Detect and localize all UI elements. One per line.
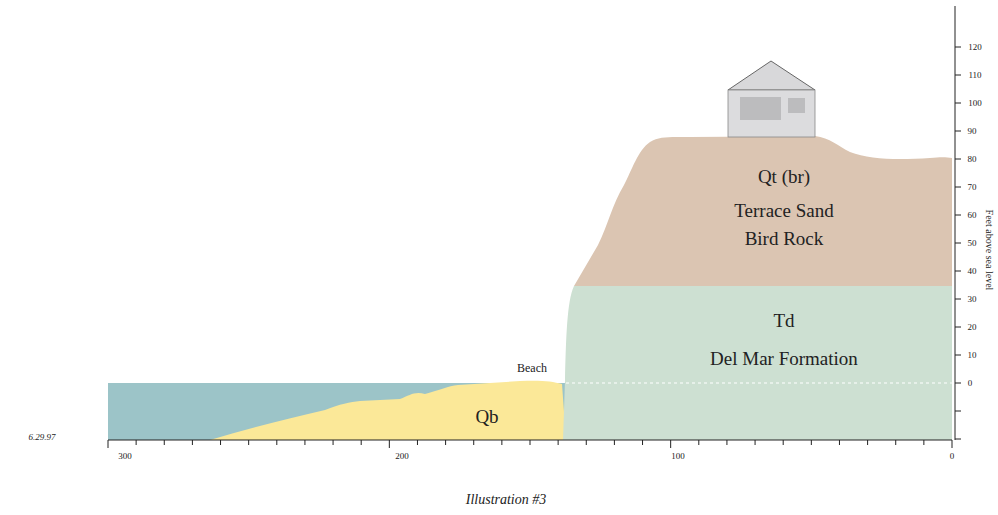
terrace-sand — [574, 136, 952, 286]
tick — [642, 440, 643, 445]
house — [728, 90, 815, 137]
tick — [955, 355, 961, 356]
tick — [670, 440, 671, 448]
axis-number: 200 — [395, 452, 409, 461]
axis-number: 50 — [968, 239, 977, 248]
axis-number: 110 — [968, 71, 981, 80]
tick — [417, 440, 418, 445]
tick — [304, 440, 305, 445]
beach-label: Beach — [517, 362, 547, 374]
tick — [558, 440, 559, 445]
axis-number: 0 — [950, 452, 955, 461]
tick — [895, 440, 896, 445]
del-mar-formation — [563, 286, 952, 440]
tick — [955, 103, 961, 104]
tick — [530, 440, 531, 445]
tick — [698, 440, 699, 445]
tick — [955, 327, 961, 328]
formation-code: Qt (br) — [705, 163, 863, 191]
date-label: 6.29.97 — [29, 433, 56, 442]
tick — [248, 440, 249, 445]
caption: Illustration #3 — [466, 493, 547, 507]
axis-number: 100 — [968, 99, 982, 108]
house-window — [788, 98, 805, 113]
tick — [955, 243, 961, 244]
formation-code: Td — [690, 307, 878, 335]
beach-sand — [210, 381, 566, 440]
tick — [955, 411, 961, 412]
tick — [923, 440, 924, 445]
tick — [192, 440, 193, 445]
tick — [586, 440, 587, 445]
formation-code: Qb — [455, 403, 519, 431]
tick — [501, 440, 502, 445]
axis-number: 70 — [968, 183, 977, 192]
formation-region: Qt (br) Terrace Sand Bird Rock — [705, 163, 863, 254]
tick — [220, 440, 221, 445]
tick — [955, 187, 961, 188]
axis-number: 90 — [968, 127, 977, 136]
tick — [867, 440, 868, 445]
tick — [955, 47, 961, 48]
tick — [955, 271, 961, 272]
tick — [136, 440, 137, 445]
tick — [955, 383, 961, 384]
axis-number: 0 — [968, 379, 973, 388]
axis-number: 60 — [968, 211, 977, 220]
tick — [839, 440, 840, 445]
formation-region: TdDel Mar Formation — [690, 307, 878, 372]
tick — [614, 440, 615, 445]
tick — [389, 440, 390, 448]
tick — [955, 131, 961, 132]
tick — [276, 440, 277, 445]
axis-number: 80 — [968, 155, 977, 164]
tick — [445, 440, 446, 445]
sea-level-line — [566, 382, 952, 383]
tick — [955, 215, 961, 216]
axis-ticks — [108, 47, 961, 448]
tick — [473, 440, 474, 445]
axis-number: 20 — [968, 323, 977, 332]
house-roof — [728, 61, 815, 90]
tick — [955, 439, 961, 440]
formation-name: Terrace Sand Bird Rock — [725, 197, 843, 254]
formation-name: Del Mar Formation — [690, 345, 878, 373]
axis-number: 10 — [968, 351, 977, 360]
axis-number: 300 — [118, 452, 132, 461]
axis-title: Feet above sea level — [984, 210, 994, 291]
tick — [361, 440, 362, 445]
formation-region: Qb — [455, 403, 519, 431]
axis-number: 30 — [968, 295, 977, 304]
axis-number: 120 — [968, 43, 982, 52]
tick — [955, 75, 961, 76]
axis-number: 100 — [671, 452, 685, 461]
tick — [755, 440, 756, 445]
axis-number: 40 — [968, 267, 977, 276]
tick — [811, 440, 812, 445]
tick — [164, 440, 165, 445]
tick — [726, 440, 727, 445]
tick — [955, 159, 961, 160]
tick — [955, 299, 961, 300]
tick — [783, 440, 784, 445]
tick — [333, 440, 334, 445]
right-axis — [955, 6, 956, 440]
tick — [108, 440, 109, 448]
tick — [952, 440, 953, 448]
house-window — [740, 97, 781, 120]
